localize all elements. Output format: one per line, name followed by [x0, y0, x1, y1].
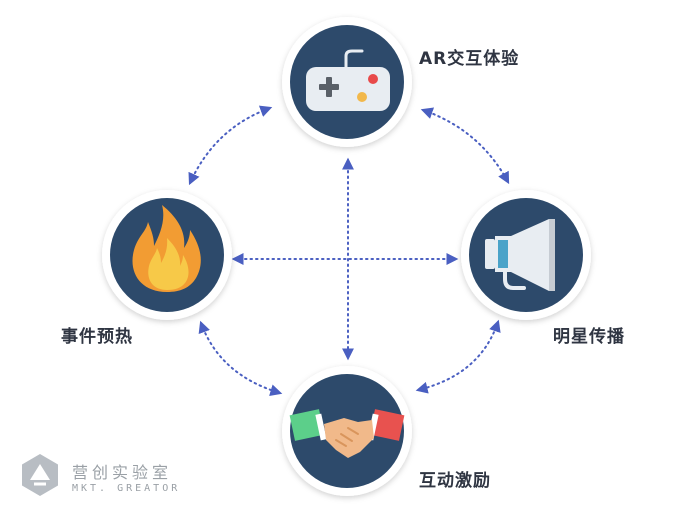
interactive-incentive-label: 互动激励	[419, 471, 491, 491]
logo-icon	[22, 454, 58, 496]
connector-star-interact	[415, 319, 501, 394]
ar-experience-label: AR交互体验	[419, 49, 520, 69]
node-event	[102, 190, 232, 320]
flame-icon	[132, 205, 201, 292]
handshake-icon	[289, 409, 405, 458]
connectors	[188, 105, 510, 396]
node-ar	[282, 17, 412, 147]
watermark-subtitle: MKT. GREATOR	[72, 483, 181, 494]
watermark-name: 营创实验室	[72, 463, 173, 482]
event-warmup-label: 事件预热	[61, 327, 133, 347]
connector-ar-star	[420, 107, 510, 185]
celebrity-spread-label: 明星传播	[553, 327, 625, 347]
connector-ar-event	[188, 105, 273, 186]
connector-event-interact	[198, 320, 283, 396]
megaphone-icon	[485, 219, 555, 291]
node-interact	[282, 366, 412, 496]
gamepad-icon	[306, 49, 390, 111]
node-star	[461, 190, 591, 320]
